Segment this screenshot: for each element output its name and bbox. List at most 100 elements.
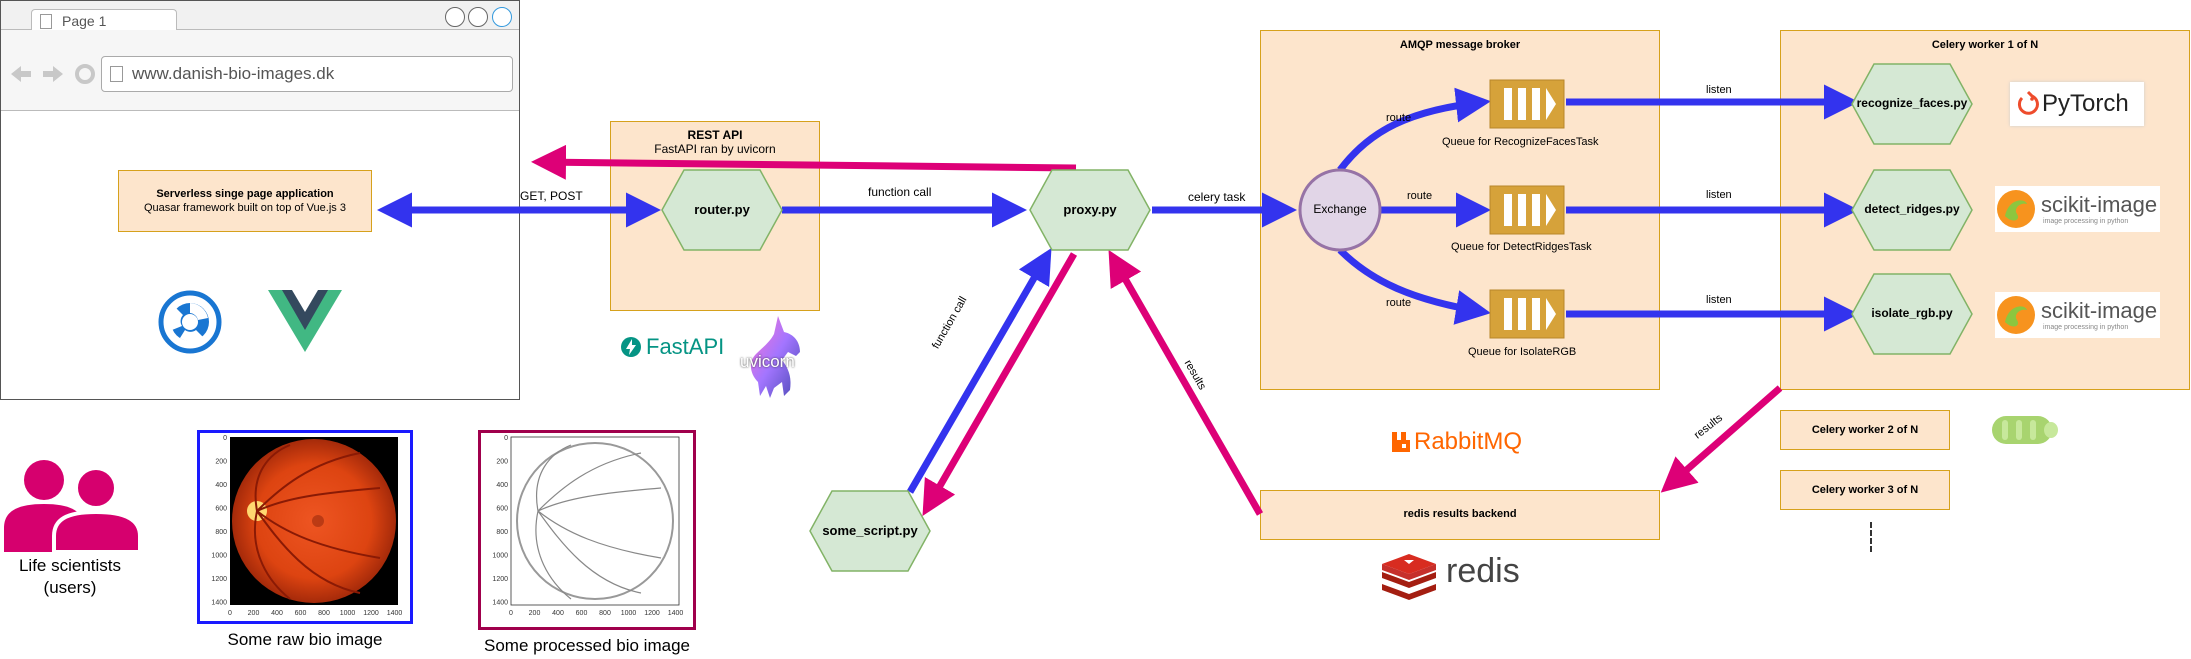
broker-title: AMQP message broker (1399, 39, 1521, 51)
x-tick-label: 0 (509, 610, 513, 617)
isolate-rgb-label: isolate_rgb.py (1871, 306, 1953, 320)
more-workers-ellipsis (1870, 522, 1872, 552)
x-tick-label: 1200 (644, 610, 660, 617)
address-bar[interactable]: www.danish-bio-images.dk (101, 56, 513, 92)
window-maximize-button[interactable] (468, 7, 488, 27)
uvicorn-logo-text: uvicorn (740, 352, 795, 371)
y-tick-label: 200 (215, 459, 227, 466)
skimage-logo-2: scikit-image image processing in python (1995, 292, 2160, 338)
celery-worker-2-box: Celery worker 2 of N (1780, 410, 1950, 450)
y-tick-label: 0 (504, 435, 508, 442)
pytorch-logo-text: PyTorch (2042, 90, 2129, 117)
y-tick-label: 1400 (211, 600, 227, 607)
page-icon (110, 66, 123, 82)
proxy-node[interactable] (1029, 169, 1151, 251)
skimage-logo-1: scikit-image image processing in python (1995, 186, 2160, 232)
edge-label-route-1: route (1386, 112, 1412, 124)
x-tick-label: 1000 (621, 610, 637, 617)
edge-route-3 (1337, 247, 1491, 325)
tab-label: Page 1 (62, 13, 107, 29)
pytorch-flame-icon (2017, 90, 2039, 115)
rest-api-title: REST API (687, 128, 743, 142)
queue-icon-3 (1489, 289, 1565, 339)
skimage-logo-text: scikit-image (2041, 298, 2158, 323)
recognize-faces-node[interactable] (1851, 63, 1973, 145)
edge-label-listen-1: listen (1706, 84, 1732, 96)
window-minimize-button[interactable] (445, 7, 465, 27)
x-tick-label: 200 (529, 610, 541, 617)
users-label-line2: (users) (43, 578, 97, 597)
edge-label-function-call: function call (868, 185, 932, 199)
edge-proxy-to-script (922, 252, 1078, 517)
some-script-node[interactable] (809, 490, 931, 572)
y-tick-label: 200 (496, 459, 508, 466)
y-tick-label: 1000 (211, 553, 227, 560)
queue2-label: Queue for DetectRidgesTask (1451, 241, 1592, 253)
edge-function-call-diag (906, 247, 1052, 494)
y-tick-label: 400 (496, 482, 508, 489)
skimage-tagline: image processing in python (2043, 218, 2129, 225)
router-node[interactable] (661, 169, 783, 251)
isolate-rgb-node[interactable] (1851, 273, 1973, 355)
x-tick-label: 1000 (340, 610, 356, 617)
edge-label-listen-3: listen (1706, 294, 1732, 306)
rabbitmq-logo-text: RabbitMQ (1414, 428, 1523, 455)
x-tick-label: 1400 (387, 610, 403, 617)
y-tick-label: 1000 (492, 553, 508, 560)
forward-arrow-icon[interactable] (43, 66, 63, 82)
spa-subtitle: Quasar framework built on top of Vue.js … (144, 202, 346, 214)
refresh-icon[interactable] (75, 64, 95, 84)
quasar-logo-icon (158, 290, 222, 354)
x-tick-label: 200 (248, 610, 260, 617)
browser-tab[interactable]: Page 1 (31, 9, 177, 32)
y-tick-label: 1200 (492, 576, 508, 583)
worker2-title: Celery worker 2 of N (1811, 424, 1919, 436)
exchange-node[interactable] (1298, 168, 1382, 252)
edge-route-1 (1337, 87, 1491, 173)
edge-proxy-to-spa (531, 144, 1077, 180)
proxy-label: proxy.py (1063, 202, 1117, 217)
window-close-button[interactable] (492, 7, 512, 27)
recognize-faces-label: recognize_faces.py (1856, 96, 1968, 110)
back-arrow-icon[interactable] (11, 66, 31, 82)
celery-worker-3-box: Celery worker 3 of N (1780, 470, 1950, 510)
x-tick-label: 800 (318, 610, 330, 617)
rabbitmq-icon (1392, 432, 1410, 452)
page-icon (40, 14, 52, 29)
worker1-title: Celery worker 1 of N (1931, 39, 2039, 51)
skimage-tagline: image processing in python (2043, 324, 2129, 331)
spa-title: Serverless singe page application (156, 188, 334, 200)
router-label: router.py (694, 202, 750, 217)
y-tick-label: 1400 (492, 600, 508, 607)
edge-label-route-3: route (1386, 297, 1412, 309)
x-tick-label: 800 (599, 610, 611, 617)
y-tick-label: 800 (215, 529, 227, 536)
x-tick-label: 600 (576, 610, 588, 617)
y-tick-label: 400 (215, 482, 227, 489)
x-tick-label: 400 (552, 610, 564, 617)
some-script-label: some_script.py (822, 523, 918, 538)
url-text: www.danish-bio-images.dk (132, 64, 335, 83)
detect-ridges-label: detect_ridges.py (1864, 202, 1960, 216)
redis-cube-icon (1382, 554, 1436, 600)
vue-logo-icon (268, 290, 342, 352)
edge-label-celery-task: celery task (1188, 190, 1246, 204)
edge-results-backend (1660, 385, 1783, 493)
y-tick-label: 600 (496, 506, 508, 513)
users-icon (4, 460, 142, 552)
detect-ridges-node[interactable] (1851, 169, 1973, 251)
y-tick-label: 1200 (211, 576, 227, 583)
queue-icon-2 (1489, 185, 1565, 235)
queue1-label: Queue for RecognizeFacesTask (1442, 136, 1599, 148)
redis-backend-label: redis results backend (1403, 508, 1517, 520)
exchange-label: Exchange (1313, 202, 1367, 216)
edge-results-diag (1108, 249, 1264, 516)
x-tick-label: 0 (228, 610, 232, 617)
redis-logo-text: redis (1446, 552, 1520, 590)
